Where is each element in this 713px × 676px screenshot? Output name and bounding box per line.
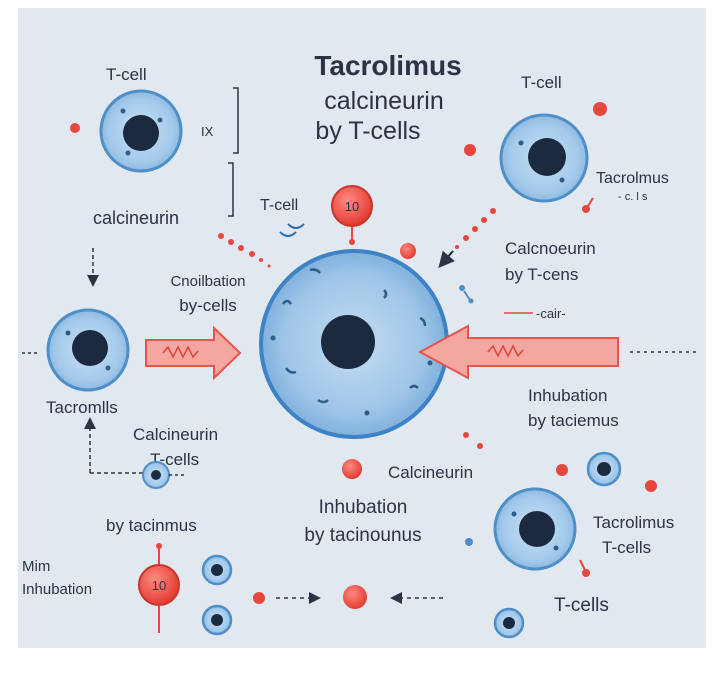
arrow-inhibition-left (146, 328, 240, 378)
label-inhibition-center-2: by tacinounus (304, 525, 421, 546)
drug-dot (156, 543, 162, 549)
drug-dot (400, 243, 416, 259)
diagram-svg: Tacrolimus calcineurin by T-cells T-cell… (18, 8, 706, 648)
bracket-bottom (228, 163, 233, 216)
label-tcells-bottom: T-cells (554, 595, 609, 616)
drug-dot (70, 123, 80, 133)
svg-text:10: 10 (345, 199, 359, 214)
tcell-left (48, 310, 128, 390)
title-line-1: Tacrolimus (314, 50, 461, 81)
blue-dot (465, 538, 473, 546)
label-tacrolimus-right: Tacrolmus (596, 170, 669, 187)
drug-dot (342, 459, 362, 479)
small-cell-bl-1 (203, 556, 231, 584)
drug-dot-bottom (343, 585, 367, 609)
tcell-bottom-right (495, 489, 575, 569)
drug-badge-mid: 10 (332, 186, 372, 245)
drug-badge-bottom: 10 (139, 565, 179, 633)
label-inhibition-left-1: Cnoilbation (170, 273, 245, 290)
label-calcineurin-mid-1: Calcineurin (133, 425, 218, 444)
bracket-top (233, 88, 238, 153)
label-small-arrow: -cair- (536, 306, 566, 321)
label-calcineurin-left: calcineurin (93, 208, 179, 228)
label-inhibition-right-1: Inhubation (528, 386, 607, 405)
label-ix: IX (201, 124, 214, 139)
label-tacrolimus-right-faint: - c. l s (618, 191, 648, 203)
label-tacrolimus-bottom-right-2: T-cells (602, 538, 651, 557)
drug-dot (477, 443, 483, 449)
label-tcell-mid: T-cell (260, 197, 298, 214)
main-tcell (261, 251, 447, 437)
label-inhibition-bottom-left: Inhubation (22, 581, 92, 598)
title-line-2: calcineurin (324, 87, 444, 115)
blue-pin (459, 285, 474, 304)
label-inhibition-right-2: by taciemus (528, 411, 619, 430)
label-mim: Mim (22, 558, 50, 575)
label-calcineurin-right-1: Calcnoeurin (505, 239, 596, 258)
drug-pin (582, 198, 593, 213)
label-by-tacinmus: by tacinmus (106, 516, 197, 535)
label-inhibition-center-1: Inhubation (319, 497, 408, 518)
title-line-3: by T-cells (315, 117, 420, 145)
label-calcineurin-bottom: Calcineurin (388, 463, 473, 482)
diagram-canvas: Tacrolimus calcineurin by T-cells T-cell… (18, 8, 706, 648)
small-cell-bottom (495, 609, 523, 637)
label-tcell-top-left: T-cell (106, 65, 147, 84)
tcell-top-left (101, 91, 181, 171)
drug-stream-right (455, 208, 496, 249)
tcell-top-right (501, 115, 587, 201)
small-cell-bl-2 (203, 606, 231, 634)
arrow-inhibition-right (420, 326, 618, 378)
svg-text:10: 10 (152, 578, 166, 593)
label-inhibition-left-2: by-cells (179, 296, 237, 315)
label-tacrolimus-bottom-right-1: Tacrolimus (593, 513, 674, 532)
drug-pin-br (580, 560, 590, 577)
drug-dot (556, 464, 568, 476)
drug-dot (645, 480, 657, 492)
arrow-small (441, 251, 453, 265)
label-calcineurin-right-2: by T-cens (505, 265, 578, 284)
drug-dot (463, 432, 469, 438)
drug-stream-left (218, 233, 271, 268)
drug-dot (464, 144, 476, 156)
label-tacrolimus-left: Tacromlls (46, 398, 118, 417)
label-tcell-top-right: T-cell (521, 73, 562, 92)
drug-dot (593, 102, 607, 116)
small-cell-br (588, 453, 620, 485)
drug-dot (253, 592, 265, 604)
binding-mark (280, 224, 304, 236)
